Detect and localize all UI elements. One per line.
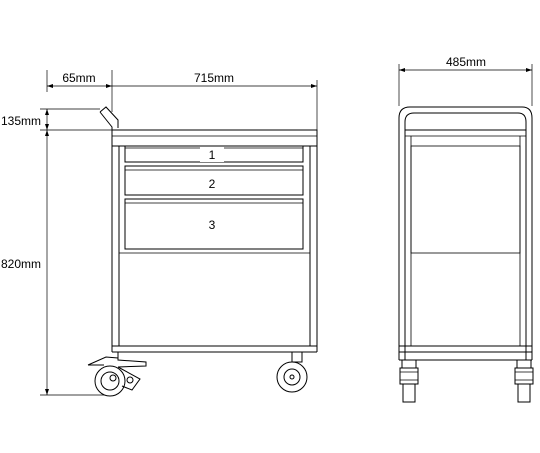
dimension-offset: 65mm (46, 70, 113, 112)
dimension-front-width-label: 485mm (446, 55, 486, 69)
front-drawer-panel (410, 145, 521, 254)
drawer-3: 3 (124, 198, 304, 250)
dimension-side-width: 715mm (112, 71, 318, 130)
drawer-3-label: 3 (209, 218, 216, 232)
side-drawers: 1 2 3 (124, 145, 304, 250)
front-inner-frame (404, 112, 527, 360)
side-frame (111, 146, 318, 353)
dimension-handle-height-label: 135mm (1, 114, 41, 128)
dimension-body-height-label: 820mm (1, 257, 41, 271)
side-top-surface (111, 129, 318, 147)
dimension-handle-height: 135mm (1, 108, 112, 131)
drawer-2-label: 2 (209, 177, 216, 191)
front-right-caster (514, 359, 534, 403)
side-handle (99, 106, 119, 131)
front-view: 485mm (398, 55, 534, 403)
side-fixed-wheel (276, 352, 308, 393)
drawer-1: 1 (124, 145, 304, 163)
drawer-1-label: 1 (209, 148, 216, 162)
dimension-offset-label: 65mm (62, 71, 95, 85)
dimension-front-width: 485mm (398, 55, 533, 106)
front-left-caster (399, 359, 419, 403)
dimension-side-width-label: 715mm (194, 71, 234, 85)
side-view: 1 2 3 (1, 70, 318, 397)
dimension-body-height: 820mm (1, 130, 104, 396)
drawer-2: 2 (124, 165, 304, 196)
front-outer-frame (398, 106, 533, 360)
side-swivel-caster (87, 352, 147, 397)
